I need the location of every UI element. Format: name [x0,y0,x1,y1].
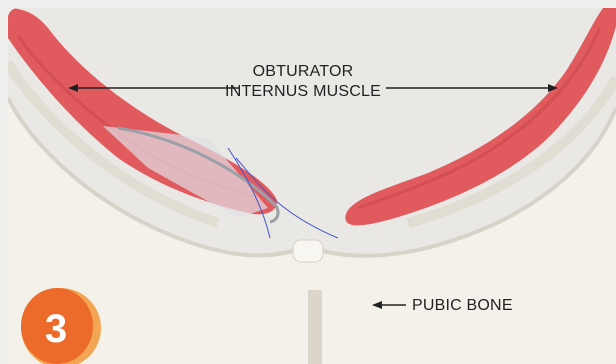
pubic-symphysis [308,290,322,364]
central-peg [293,240,323,262]
step-number: 3 [36,299,76,359]
obturator-label: OBTURATOR INTERNUS MUSCLE [198,62,408,102]
pubic-bone-label: PUBIC BONE [412,296,513,316]
obturator-label-line1: OBTURATOR [198,62,408,82]
obturator-label-line2: INTERNUS MUSCLE [198,82,408,102]
